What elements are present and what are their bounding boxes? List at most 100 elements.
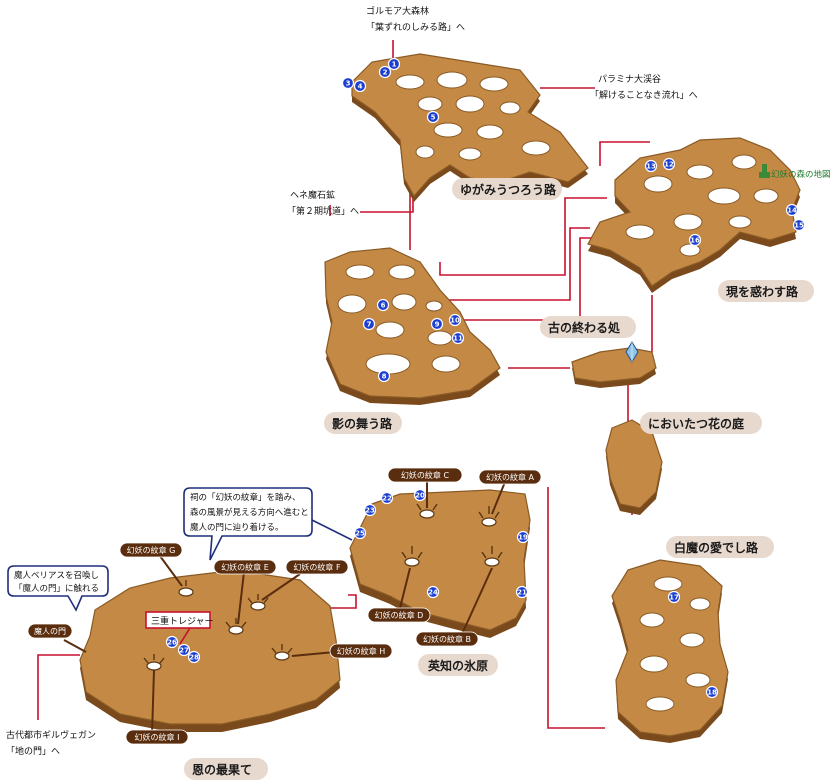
svg-text:12: 12 <box>664 161 674 169</box>
svg-text:17: 17 <box>669 594 679 602</box>
svg-text:25: 25 <box>355 530 365 538</box>
svg-text:幻妖の紋章 F: 幻妖の紋章 F <box>293 562 341 572</box>
pin-24: 24 <box>426 585 440 599</box>
svg-text:21: 21 <box>517 589 527 597</box>
svg-text:5: 5 <box>431 114 436 122</box>
pin-17: 17 <box>667 590 681 604</box>
pin-26: 26 <box>165 635 179 649</box>
svg-text:9: 9 <box>435 321 440 329</box>
forest-map-link[interactable]: 幻妖の森の地図 <box>759 164 830 180</box>
svg-text:26: 26 <box>167 639 177 647</box>
tag-crest-g: 幻妖の紋章 G <box>119 542 183 558</box>
tag-leaders <box>63 481 506 735</box>
area-yugami-terrain <box>351 53 589 202</box>
pin-25: 25 <box>353 526 367 540</box>
area-utsutsu-terrain <box>587 137 801 293</box>
crest-shrine-g <box>178 580 194 597</box>
area-nioi-terrain <box>605 419 663 515</box>
svg-text:8: 8 <box>382 373 387 381</box>
crest-shrines <box>143 498 503 671</box>
crest-shrine-c <box>416 498 438 519</box>
svg-text:三重トレジャー: 三重トレジャー <box>151 615 214 627</box>
svg-text:幻妖の紋章 C: 幻妖の紋章 C <box>401 470 450 480</box>
pin-19: 19 <box>516 530 530 544</box>
exit-golmore-name: ゴルモア大森林 <box>366 5 429 17</box>
crest-shrine-e <box>225 618 247 635</box>
pin-15: 15 <box>792 218 806 232</box>
crest-shrine-f <box>247 594 269 611</box>
pin-16: 16 <box>688 233 702 247</box>
map-marker-icon <box>759 164 770 178</box>
svg-text:幻妖の紋章 G: 幻妖の紋章 G <box>127 545 176 555</box>
area-label-kage: 影の舞う路 <box>324 412 402 434</box>
pin-23: 23 <box>363 503 377 517</box>
exit-paramina-name: パラミナ大渓谷 <box>598 73 661 85</box>
svg-text:幻妖の紋章 H: 幻妖の紋章 H <box>337 646 386 656</box>
area-label-eichi: 英知の氷原 <box>418 654 498 676</box>
svg-text:幻妖の紋章 I: 幻妖の紋章 I <box>135 732 180 742</box>
svg-text:森の風景が見える方向へ進むと: 森の風景が見える方向へ進むと <box>190 507 309 518</box>
tag-crest-f: 幻妖の紋章 F <box>285 559 349 575</box>
svg-text:白魔の愛でし路: 白魔の愛でし路 <box>674 540 759 555</box>
svg-text:7: 7 <box>367 321 372 329</box>
exit-paramina-dest: 「解けることなき流れ」へ <box>590 89 698 101</box>
svg-text:幻妖の紋章 B: 幻妖の紋章 B <box>423 634 471 644</box>
callout-crest: 祠の「幻妖の紋章」を踏み、 森の風景が見える方向へ進むと 魔人の門に辿り着ける。 <box>183 487 353 561</box>
svg-text:28: 28 <box>189 654 199 662</box>
save-crystal-icon <box>625 341 639 363</box>
pin-4: 4 <box>353 79 367 93</box>
pin-28: 28 <box>187 650 201 664</box>
exit-gilvegan-dest: 「地の門」へ <box>6 745 60 757</box>
crest-shrine-b <box>481 546 503 567</box>
pin-13: 13 <box>644 159 658 173</box>
tag-crest-a: 幻妖の紋章 A <box>478 469 542 485</box>
svg-text:27: 27 <box>179 647 189 655</box>
svg-text:20: 20 <box>415 492 425 500</box>
pin-12: 12 <box>662 157 676 171</box>
area-label-on: 恩の最果て <box>184 758 268 780</box>
exit-gilvegan-name: 古代都市ギルヴェガン <box>6 729 96 741</box>
svg-text:魔人の門に辿り着ける。: 魔人の門に辿り着ける。 <box>190 522 284 533</box>
crest-tags: 幻妖の紋章 C 幻妖の紋章 A 幻妖の紋章 D 幻妖の紋章 B 幻妖の紋章 G … <box>27 467 542 745</box>
exit-hene-name: ヘネ魔石鉱 <box>290 189 335 201</box>
svg-text:英知の氷原: 英知の氷原 <box>428 658 488 673</box>
area-inishie-terrain <box>571 347 657 388</box>
svg-text:幻妖の紋章 A: 幻妖の紋章 A <box>486 472 535 482</box>
svg-text:幻妖の紋章 E: 幻妖の紋章 E <box>221 562 269 572</box>
svg-text:22: 22 <box>382 495 392 503</box>
pin-18: 18 <box>705 685 719 699</box>
tag-crest-b: 幻妖の紋章 B <box>415 631 479 647</box>
tag-crest-c: 幻妖の紋章 C <box>387 467 463 483</box>
area-kage-terrain <box>324 247 501 405</box>
svg-text:13: 13 <box>646 163 656 171</box>
pin-11: 11 <box>451 331 465 345</box>
svg-text:古の終わる処: 古の終わる処 <box>548 320 621 335</box>
pin-group: 1 2 3 4 5 6 7 8 9 10 11 12 13 14 15 16 1… <box>165 57 806 699</box>
svg-text:影の舞う路: 影の舞う路 <box>332 416 393 431</box>
treasure-label: 三重トレジャー <box>145 611 214 645</box>
pin-14: 14 <box>785 203 799 217</box>
pin-7: 7 <box>362 317 376 331</box>
pin-2: 2 <box>378 65 392 79</box>
exit-golmore-dest: 「葉ずれのしみる路」へ <box>366 21 465 33</box>
pin-1: 1 <box>387 57 401 71</box>
pin-10: 10 <box>448 313 462 327</box>
area-label-nioi: においたつ花の庭 <box>640 412 762 434</box>
forest-map-link-label: 幻妖の森の地図 <box>771 169 830 180</box>
svg-text:「魔人の門」に触れる: 「魔人の門」に触れる <box>14 583 99 594</box>
area-label-utsutsu: 現を惑わす路 <box>718 280 814 302</box>
svg-text:においたつ花の庭: においたつ花の庭 <box>648 416 744 431</box>
svg-text:23: 23 <box>365 507 375 515</box>
svg-text:2: 2 <box>383 69 388 77</box>
pin-6: 6 <box>376 298 390 312</box>
svg-text:4: 4 <box>358 83 363 91</box>
area-label-yugami: ゆがみうつろう路 <box>452 178 562 200</box>
crest-shrine-h <box>271 644 293 661</box>
svg-text:魔人の門: 魔人の門 <box>34 626 66 636</box>
pin-27: 27 <box>177 643 191 657</box>
tag-crest-e: 幻妖の紋章 E <box>213 559 277 575</box>
tag-crest-i: 幻妖の紋章 I <box>125 729 189 745</box>
svg-text:祠の「幻妖の紋章」を踏み、: 祠の「幻妖の紋章」を踏み、 <box>190 492 301 503</box>
callout-belias: 魔人ベリアスを召喚し 「魔人の門」に触れる <box>7 565 109 612</box>
svg-text:16: 16 <box>690 237 700 245</box>
